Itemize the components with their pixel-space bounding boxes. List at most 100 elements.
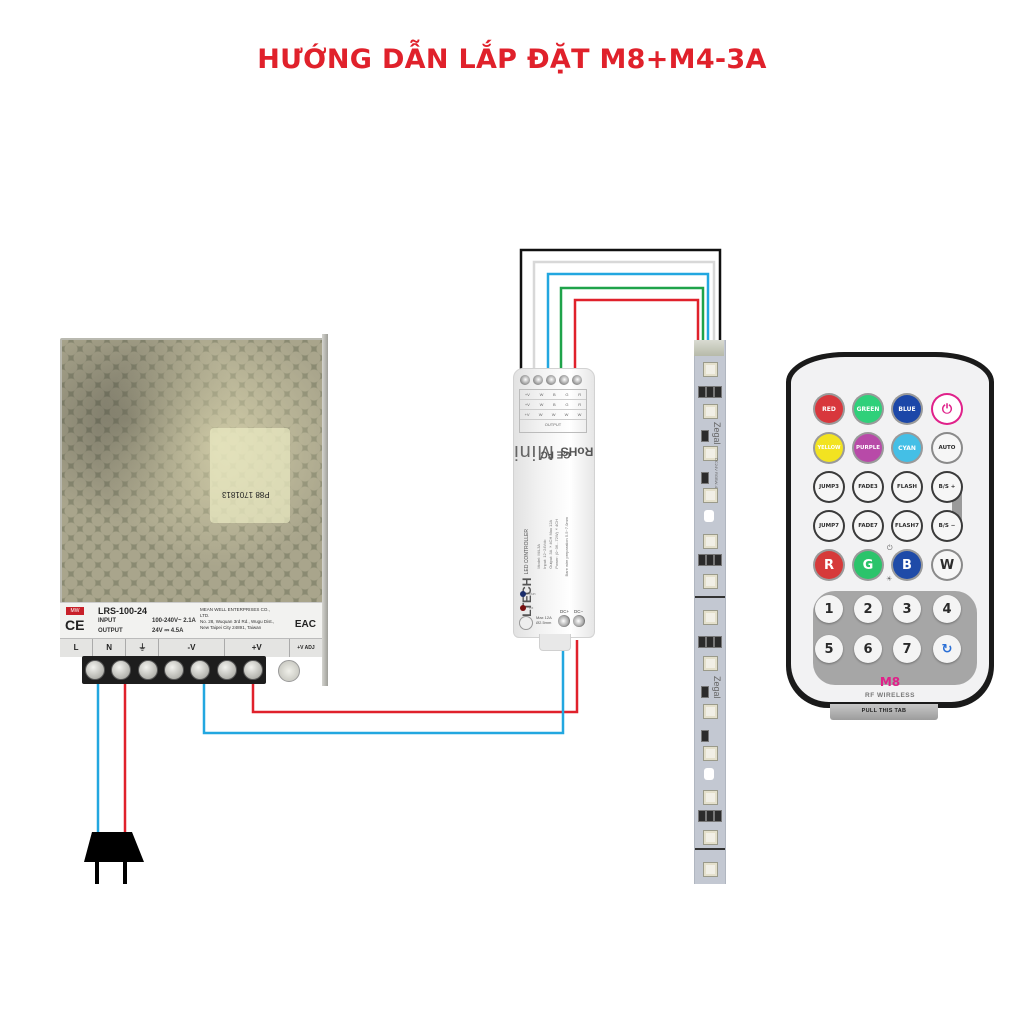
btn-jump7[interactable]: JUMP7 xyxy=(815,512,843,540)
terminal-label-negative: -V xyxy=(159,639,225,657)
controller-max-current: Max 12A Ø2.5mm xyxy=(536,615,552,625)
psu-mesh-cover: P88 1701813 xyxy=(60,338,326,604)
terminal-label-adj: +V ADJ xyxy=(297,645,315,651)
btn-yellow[interactable]: YELLOW xyxy=(815,434,843,462)
wire-blue xyxy=(546,272,710,372)
pull-tab[interactable]: PULL THIS TAB xyxy=(830,704,938,720)
remote-model: M8 xyxy=(879,675,901,689)
wire-black xyxy=(519,248,722,372)
terminal-label-l: L xyxy=(60,639,94,657)
power-icon: ⏻ xyxy=(941,401,953,417)
mount-hole xyxy=(704,510,714,522)
btn-r[interactable]: R xyxy=(815,551,843,579)
screw-terminal-v-pos-2[interactable] xyxy=(242,660,263,680)
wire-red xyxy=(573,298,700,372)
btn-purple[interactable]: PURPLE xyxy=(854,434,882,462)
btn-jump3[interactable]: JUMP3 xyxy=(815,473,843,501)
dc-plus-terminal[interactable] xyxy=(558,615,570,627)
screw-terminal-v-neg-2[interactable] xyxy=(190,660,211,680)
btn-g[interactable]: G xyxy=(854,551,882,579)
screw-terminal-ground[interactable] xyxy=(137,660,158,680)
screw-terminal-n[interactable] xyxy=(111,660,132,680)
btn-mode-cycle[interactable]: ↻ xyxy=(933,635,961,663)
psu-transformer xyxy=(210,428,290,523)
btn-cyan[interactable]: CYAN xyxy=(893,434,921,462)
terminal-v-plus[interactable] xyxy=(520,375,530,385)
controller-brand: LTECH LED CONTROLLER xyxy=(520,529,534,617)
btn-blue[interactable]: BLUE xyxy=(893,395,921,423)
wire-dc-negative xyxy=(202,640,565,735)
btn-green[interactable]: GREEN xyxy=(854,395,882,423)
psu-spec-label: MW CE LRS-100-24 INPUT 100-240V~ 2.1A OU… xyxy=(60,602,322,639)
eac-mark: EAC xyxy=(294,619,316,630)
dc-minus-terminal[interactable] xyxy=(573,615,585,627)
btn-bs-plus[interactable]: B/S + xyxy=(933,473,961,501)
btn-zone-5[interactable]: 5 xyxy=(815,635,843,663)
dc-plus-label: DC+ xyxy=(560,609,570,614)
led-strip: Zegal DC24V RGBW-4B 24V Zegal xyxy=(694,340,726,884)
psu-input-value: 100-240V~ 2.1A xyxy=(152,618,196,624)
btn-flash7[interactable]: FLASH7 xyxy=(893,512,921,540)
btn-zone-1[interactable]: 1 xyxy=(815,595,843,623)
btn-fade7[interactable]: FADE7 xyxy=(854,512,882,540)
output-terminals xyxy=(520,375,582,385)
terminal-label-positive: +V xyxy=(225,639,290,657)
ce-mark: CE xyxy=(65,617,85,633)
mounting-tab xyxy=(539,634,571,651)
psu-component-marking: P88 1701813 xyxy=(222,490,270,499)
strip-brand: Zegal xyxy=(712,422,722,445)
psu-manufacturer: MEAN WELL ENTERPRISES CO., LTD. No. 28, … xyxy=(200,607,275,630)
page-title: HƯỚNG DẪN LẮP ĐẶT M8+M4-3A xyxy=(257,44,767,75)
meanwell-logo: MW xyxy=(66,607,84,615)
btn-red[interactable]: RED xyxy=(815,395,843,423)
psu-input-label: INPUT xyxy=(98,618,116,624)
btn-zone-7[interactable]: 7 xyxy=(893,635,921,663)
btn-b[interactable]: B xyxy=(893,551,921,579)
screw-terminal-v-neg-1[interactable] xyxy=(163,660,184,680)
btn-zone-3[interactable]: 3 xyxy=(893,595,921,623)
btn-auto[interactable]: AUTO xyxy=(933,434,961,462)
controller-specs: Model: M4-3A Input: 12~24Vdc Output: 3A×… xyxy=(536,519,559,569)
btn-w[interactable]: W xyxy=(933,551,961,579)
screw-terminal-v-pos-1[interactable] xyxy=(216,660,237,680)
btn-zone-6[interactable]: 6 xyxy=(854,635,882,663)
brightness-mini-icon: ☀ xyxy=(886,576,893,583)
psu-output-label: OUTPUT xyxy=(98,628,123,634)
btn-flash[interactable]: FLASH xyxy=(893,473,921,501)
power-supply: P88 1701813 MW CE LRS-100-24 INPUT 100-2… xyxy=(60,334,328,690)
cut-line xyxy=(695,596,725,598)
cycle-play-icon: ↻ xyxy=(941,641,953,657)
strip-connector xyxy=(694,340,724,356)
terminal-r[interactable] xyxy=(572,375,582,385)
ac-plug-icon xyxy=(84,832,144,884)
rx-indicator-led xyxy=(520,605,526,611)
terminal-b[interactable] xyxy=(546,375,556,385)
run-indicator-led xyxy=(520,591,526,597)
terminal-label-ground: ⏚ xyxy=(126,639,160,657)
btn-bs-minus[interactable]: B/S − xyxy=(933,512,961,540)
wire-white xyxy=(532,260,716,372)
rf-remote-m8: RED GREEN BLUE ⏻ YELLOW PURPLE CYAN AUTO… xyxy=(786,352,994,708)
wire-dc-positive xyxy=(251,640,579,714)
wire-green xyxy=(559,286,705,372)
psu-terminal-labels: L N ⏚ -V +V +V ADJ xyxy=(60,638,322,657)
terminal-g[interactable] xyxy=(559,375,569,385)
power-mini-icon: ⏻ xyxy=(887,545,893,552)
match-button[interactable] xyxy=(519,616,533,630)
strip-spec: DC24V RGBW-4B 24V xyxy=(714,458,719,499)
voltage-adjust-pot[interactable] xyxy=(278,660,300,682)
remote-subtitle: RF WIRELESS xyxy=(865,692,915,699)
btn-power[interactable]: ⏻ xyxy=(933,395,961,423)
btn-fade3[interactable]: FADE3 xyxy=(854,473,882,501)
psu-model: LRS-100-24 xyxy=(98,606,148,616)
terminal-label-n: N xyxy=(93,639,127,657)
psu-output-value: 24V ⎓ 4.5A xyxy=(152,628,184,634)
dc-minus-label: DC− xyxy=(574,609,584,614)
btn-zone-4[interactable]: 4 xyxy=(933,595,961,623)
btn-zone-2[interactable]: 2 xyxy=(854,595,882,623)
controller-wire-note: Bare wire preparation 5.5~7.0mm xyxy=(564,517,569,577)
terminal-w[interactable] xyxy=(533,375,543,385)
screw-terminal-l[interactable] xyxy=(85,660,106,680)
